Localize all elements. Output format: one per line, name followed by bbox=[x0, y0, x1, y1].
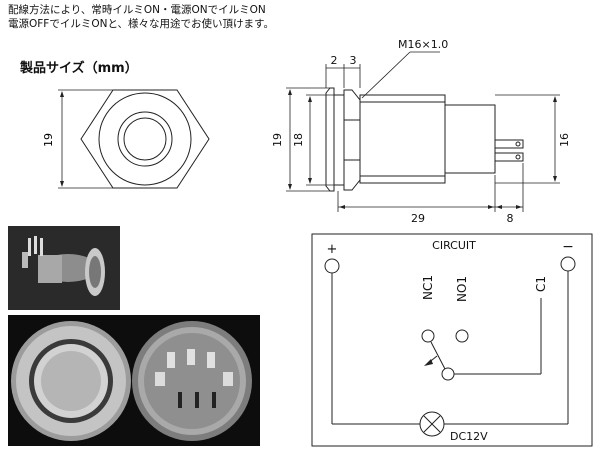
side-threaded-body bbox=[359, 94, 446, 184]
circuit-frame bbox=[311, 233, 593, 447]
thread-leader bbox=[361, 51, 411, 99]
side-bezel bbox=[325, 87, 335, 192]
side-dim-29: 29 bbox=[411, 212, 425, 225]
product-photo-angled bbox=[8, 226, 120, 310]
lamp-voltage-label: DC12V bbox=[450, 430, 488, 443]
intro-line-1: 配線方法により、常時イルミON・電源ONでイルミON bbox=[8, 4, 266, 16]
front-dim-19: 19 bbox=[42, 133, 55, 147]
terminal-no1 bbox=[455, 329, 469, 343]
terminal-common bbox=[441, 367, 455, 381]
thread-spec-label: M16×1.0 bbox=[398, 38, 448, 51]
circuit-diagram bbox=[311, 233, 593, 447]
terminal-bottom bbox=[494, 152, 524, 162]
side-dim-2: 2 bbox=[331, 54, 338, 67]
intro-line-2: 電源OFFでイルミONと、様々な用途でお使い頂けます。 bbox=[8, 18, 274, 30]
label-no1: NO1 bbox=[455, 276, 469, 302]
side-hex-nut bbox=[343, 89, 361, 191]
side-rear-housing bbox=[444, 104, 496, 174]
button-face bbox=[123, 117, 167, 161]
terminal-nc1 bbox=[421, 329, 435, 343]
side-flange bbox=[333, 94, 345, 186]
size-section-title: 製品サイズ（mm） bbox=[20, 61, 138, 76]
product-photo-front-rear bbox=[8, 315, 260, 446]
plus-sign: + bbox=[327, 242, 338, 257]
bezel-outer-ring bbox=[98, 92, 192, 186]
side-dim-16: 16 bbox=[558, 133, 571, 147]
side-dim-3: 3 bbox=[350, 54, 357, 67]
side-view bbox=[286, 51, 560, 212]
hex-nut-outline bbox=[80, 89, 210, 189]
terminal-plus bbox=[324, 258, 340, 274]
bezel-inner-ring bbox=[117, 111, 173, 167]
side-dim-8: 8 bbox=[507, 212, 514, 225]
label-c1: C1 bbox=[534, 276, 548, 292]
terminal-minus bbox=[560, 256, 576, 272]
switch-arm bbox=[430, 341, 446, 370]
label-nc1: NC1 bbox=[421, 275, 435, 300]
side-dim-19: 19 bbox=[271, 133, 284, 147]
circuit-title: CIRCUIT bbox=[432, 239, 476, 252]
front-view bbox=[58, 89, 210, 189]
terminal-top bbox=[494, 139, 524, 149]
minus-sign: − bbox=[562, 239, 574, 255]
side-dim-18: 18 bbox=[292, 133, 305, 147]
intro-text: 配線方法により、常時イルミON・電源ONでイルミON 電源OFFでイルミONと、… bbox=[8, 3, 274, 31]
